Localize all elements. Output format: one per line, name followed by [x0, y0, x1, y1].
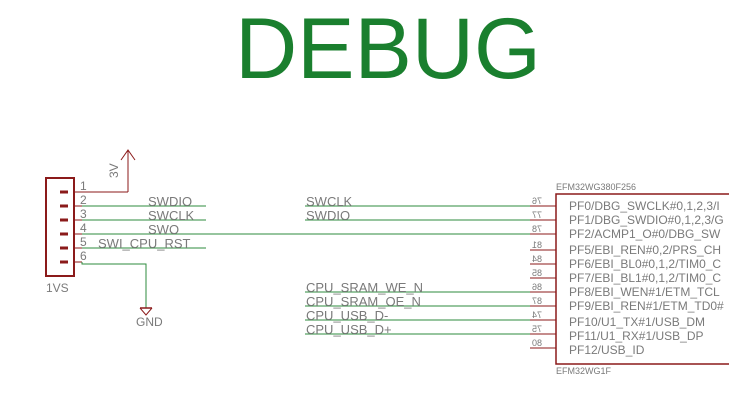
connector-pin-number: 1 — [80, 179, 87, 193]
mcu-pin-number: 75 — [532, 324, 542, 334]
mcu-pin-name: PF5/EBI_REN#0,2/PRS_CH — [569, 243, 721, 257]
mcu-pin-number: 74 — [532, 310, 542, 320]
mcu-pin-number: 85 — [532, 268, 542, 278]
connector-pin-number: 6 — [80, 249, 87, 263]
mcu-pin-name: PF7/EBI_BL1#0,1,2/TIM0_C — [569, 271, 721, 285]
mcu-pin-number: 86 — [532, 282, 542, 292]
connector-pin-number: 2 — [80, 193, 87, 207]
ground-arrow — [139, 307, 153, 316]
power-arrow — [120, 149, 136, 161]
net-label-cpu-usb-d-minus: CPU_USB_D- — [306, 308, 388, 323]
mcu-pin-number: 80 — [532, 338, 542, 348]
connector-designator: 1VS — [46, 281, 69, 295]
ground-wire — [81, 262, 147, 308]
connector-pin-number: 3 — [80, 207, 87, 221]
net-label-swdio-mcu: SWDIO — [306, 208, 350, 223]
connector-symbol: 1 2 3 4 5 6 1VS — [45, 177, 128, 295]
mcu-body — [555, 193, 729, 365]
mcu-pin-name: PF12/USB_ID — [569, 343, 645, 357]
mcu-pin-number: 77 — [532, 210, 542, 220]
connector-body — [45, 177, 75, 277]
mcu-pin-number: 76 — [532, 196, 542, 206]
mcu-pin-name: PF9/EBI_REN#1/ETM_TD0# — [569, 299, 724, 313]
mcu-pin-name: PF2/ACMP1_O#0/DBG_SW — [569, 227, 721, 241]
net-label-cpu-usb-d-plus: CPU_USB_D+ — [306, 322, 392, 337]
mcu-pin-name: PF6/EBI_BL0#0,1,2/TIM0_C — [569, 257, 721, 271]
mcu-pin-number: 78 — [532, 224, 542, 234]
net-label-swclk: SWCLK — [148, 208, 195, 223]
mcu-pin-name: PF10/U1_TX#1/USB_DM — [569, 315, 705, 329]
mcu-pin-name: PF0/DBG_SWCLK#0,1,2,3/I — [569, 199, 720, 213]
net-label-swo: SWO — [148, 222, 179, 237]
net-label-swclk-mcu: SWCLK — [306, 194, 353, 209]
mcu-part-number: EFM32WG380F256 — [556, 182, 636, 192]
mcu-pin-number: 84 — [532, 254, 542, 264]
net-label-swi-cpu-rst: SWI_CPU_RST — [98, 236, 191, 251]
net-label-cpu-sram-we-n: CPU_SRAM_WE_N — [306, 280, 423, 295]
net-label-swdio: SWDIO — [148, 194, 192, 209]
ground-label: GND — [136, 315, 163, 329]
mcu-pin-name: PF8/EBI_WEN#1/ETM_TCL — [569, 285, 720, 299]
mcu-pin-number: 81 — [532, 240, 542, 250]
page-title: DEBUG — [235, 1, 541, 97]
net-label-cpu-sram-oe-n: CPU_SRAM_OE_N — [306, 294, 421, 309]
mcu-pin-name: PF11/U1_RX#1/USB_DP — [569, 329, 704, 343]
ground-symbol: GND — [81, 262, 163, 329]
mcu-pin-name: PF1/DBG_SWDIO#0,1,2,3/G — [569, 213, 724, 227]
mcu-value: EFM32WG1F — [556, 366, 612, 376]
connector-pin-number: 5 — [80, 235, 87, 249]
connector-pin-number: 4 — [80, 221, 87, 235]
mcu-pin-number: 87 — [532, 296, 542, 306]
power-symbol: 3V — [107, 149, 136, 192]
mcu-symbol: EFM32WG380F256 EFM32WG1F 76 77 78 81 84 … — [530, 182, 729, 376]
power-label: 3V — [107, 163, 121, 178]
